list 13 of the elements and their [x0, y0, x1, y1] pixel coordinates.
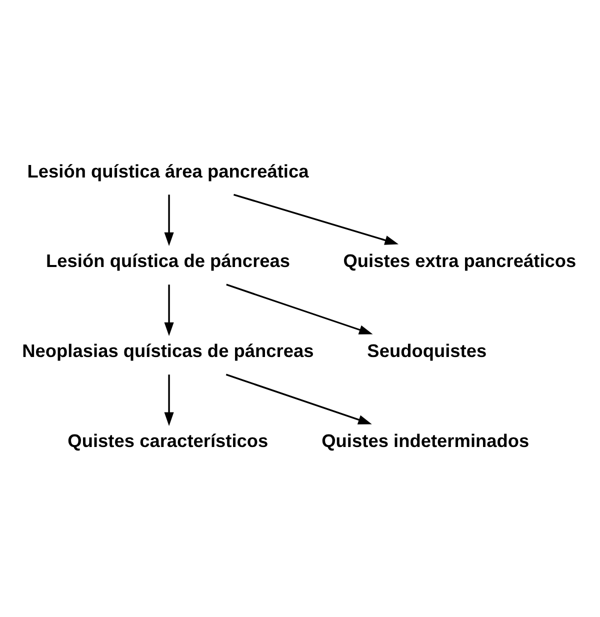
arrow [164, 194, 174, 246]
arrow [164, 374, 174, 426]
node-text: Neoplasias quísticas de páncreas [22, 340, 314, 361]
node-text: Lesión quística área pancreática [27, 160, 309, 181]
node-text: Seudoquistes [367, 340, 487, 361]
arrow [234, 193, 399, 244]
node-text: Lesión quística de páncreas [46, 250, 290, 271]
arrow [226, 283, 373, 334]
arrow [164, 284, 174, 336]
node-text: Quistes extra pancreáticos [343, 250, 576, 271]
node-text: Quistes indeterminados [322, 430, 530, 451]
arrow [226, 373, 372, 424]
node-text: Quistes característicos [68, 430, 268, 451]
